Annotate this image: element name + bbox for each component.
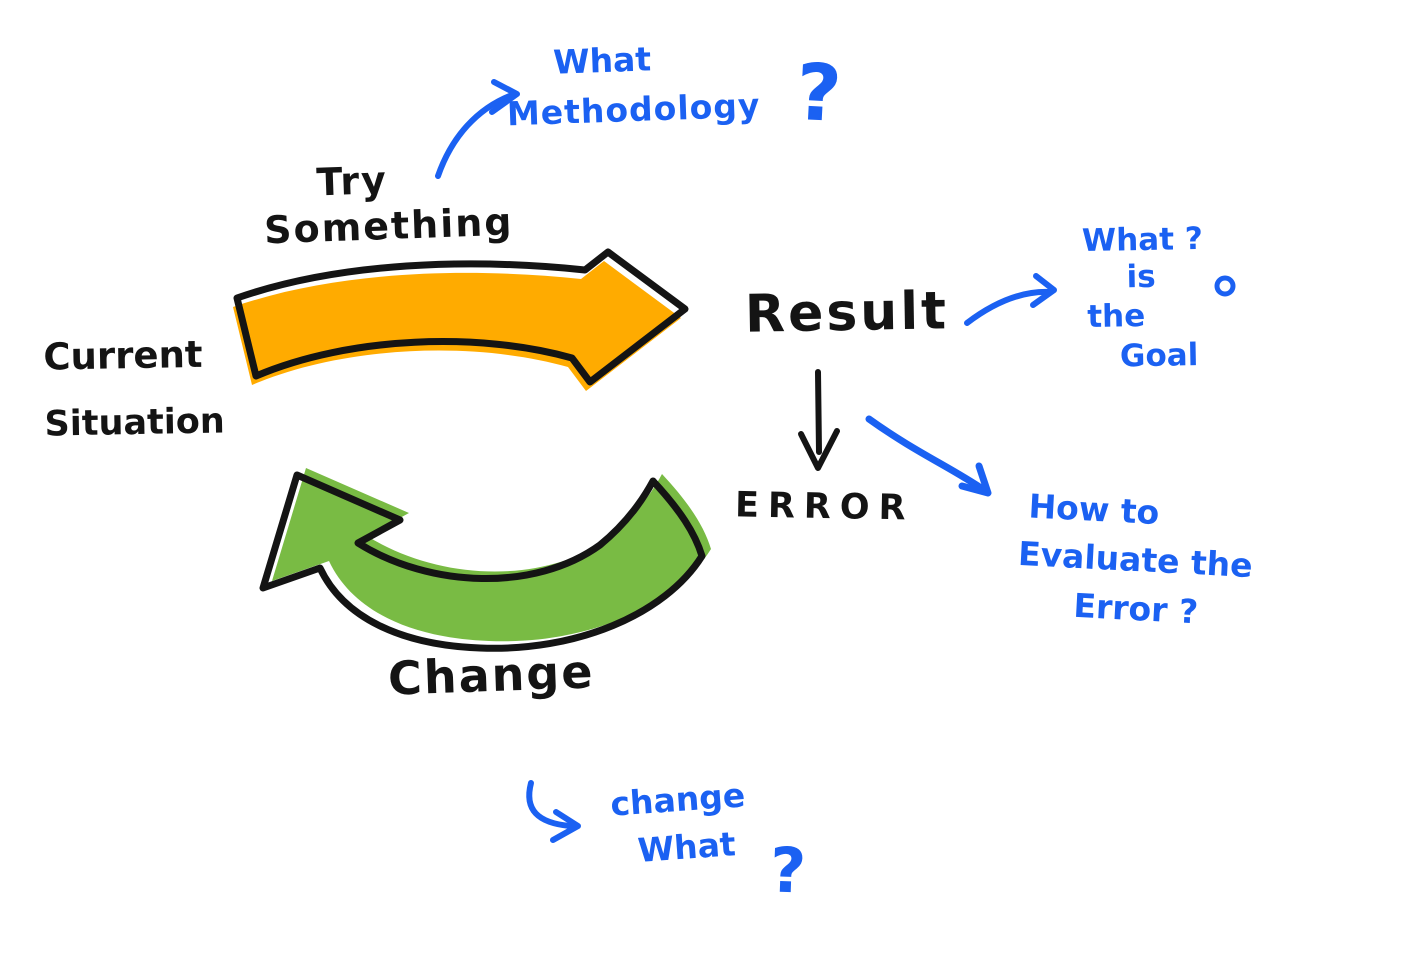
change-what-line2: What — [636, 823, 737, 870]
node-error: ERROR — [735, 484, 915, 529]
try-arrow-outline — [233, 248, 689, 386]
goal-pointer-arrow — [964, 273, 1057, 326]
try-arrow — [233, 248, 689, 391]
what-methodology-line1: What — [552, 39, 652, 82]
goal-line4: Goal — [1119, 336, 1199, 374]
methodology-arrow-line — [435, 92, 515, 179]
node-try-something: Try Something — [237, 153, 540, 255]
result-label: Result — [744, 281, 950, 345]
result-to-error-arrow — [798, 369, 840, 471]
change-what-line1: change — [609, 775, 747, 824]
error-label: ERROR — [734, 485, 915, 529]
error-arrow-head — [958, 462, 992, 497]
try-something-line1: Try — [315, 158, 389, 205]
how-evaluate-line2: Evaluate the — [1017, 533, 1254, 585]
change-what-pointer-arrow — [526, 780, 581, 843]
result-to-error-arrow-head — [798, 428, 840, 471]
annotation-change-what: change What — [609, 775, 750, 871]
methodology-arrow-head — [489, 79, 520, 115]
goal-arrow-head — [1030, 273, 1057, 308]
result-to-error-arrow-line — [815, 369, 822, 455]
change-what-arrow-head — [550, 809, 581, 843]
annotation-how-to-evaluate-error: How to Evaluate the Error ? — [1015, 486, 1257, 635]
goal-line3: the — [1087, 298, 1146, 336]
change-arrow-outline — [259, 471, 706, 652]
change-arrow — [259, 468, 711, 652]
change-label: Change — [387, 644, 596, 706]
error-arrow-line — [865, 415, 988, 494]
question-mark-dot-ring — [1214, 275, 1236, 297]
node-current-situation: Current Situation — [43, 332, 225, 446]
what-methodology-question-mark: ? — [793, 47, 844, 141]
node-result: Result — [744, 280, 949, 346]
current-situation-line1: Current — [43, 332, 203, 379]
current-situation-line2: Situation — [44, 401, 226, 445]
methodology-pointer-arrow — [435, 79, 520, 179]
node-change: Change — [387, 644, 595, 706]
change-what-question-mark: ? — [768, 833, 808, 908]
goal-line2: is — [1126, 258, 1157, 296]
change-what-arrow-line — [526, 780, 573, 829]
goal-line1: What ? — [1081, 220, 1204, 260]
annotation-what-is-the-goal: What ? is the Goal — [1082, 221, 1205, 376]
annotation-what-methodology: What Methodology — [505, 36, 762, 134]
goal-arrow-line — [964, 288, 1053, 326]
error-pointer-arrow — [865, 415, 992, 497]
